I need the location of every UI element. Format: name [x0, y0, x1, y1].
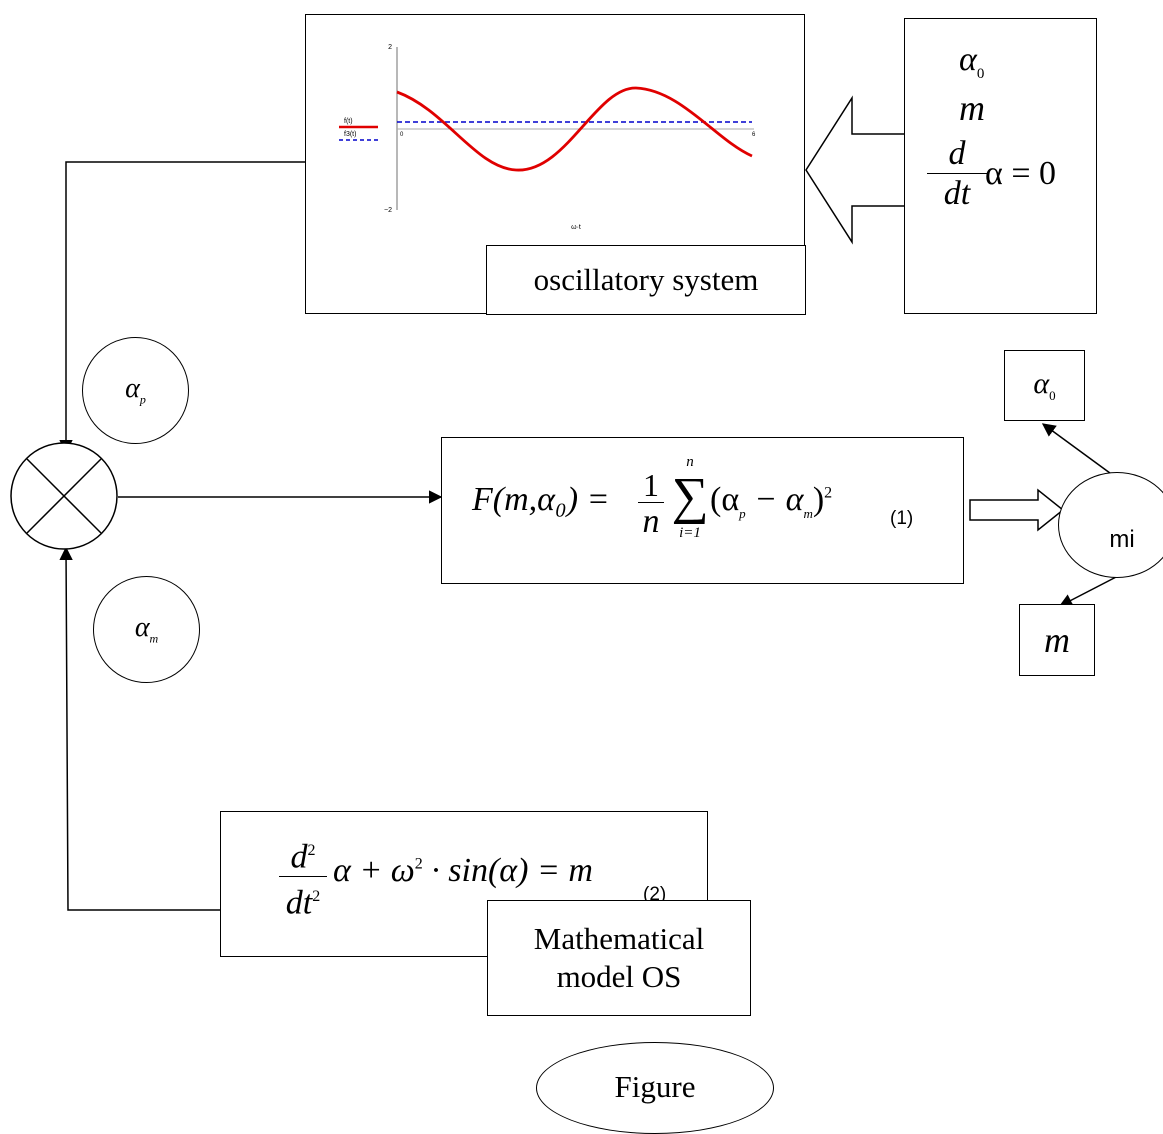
param-alpha0: α0 — [959, 41, 985, 82]
alpha-p-circle: αp — [82, 337, 189, 444]
model-equation: α + ω2 · sin(α) = m — [333, 852, 593, 889]
block-arrow-params — [805, 95, 905, 245]
arrow-min-to-alpha0 — [1041, 423, 1115, 477]
model-fraction: d2 dt2 — [279, 832, 327, 924]
figure-ellipse: Figure — [536, 1042, 774, 1134]
objective-eq-number: (1) — [890, 508, 914, 529]
param-ode-rhs: α = 0 — [985, 155, 1056, 192]
objective-sum: n ∑ i=1 — [671, 454, 709, 541]
block-arrow-to-min — [969, 488, 1065, 532]
x-axis-label: ω·t — [571, 224, 581, 231]
feedback-line-top — [59, 161, 305, 454]
y-top-tick: 2 — [388, 44, 392, 51]
model-eq-number: (2) — [643, 884, 667, 905]
x-end-tick: 6 — [752, 132, 756, 138]
objective-body: (αp − αm)2 — [710, 481, 833, 521]
min-ellipse: mi — [1058, 472, 1163, 578]
series-f-curve — [396, 86, 753, 172]
output-m-box: m — [1019, 604, 1095, 676]
oscillatory-system-box: f(t) f3(t) 2 −2 0 6 ω·t oscillatory syst… — [305, 14, 806, 315]
x-start-tick: 0 — [400, 132, 404, 138]
feedback-line-bottom — [59, 546, 220, 911]
objective-fraction: 1 n — [638, 468, 664, 541]
parameters-box: α0 m d dt α = 0 — [904, 18, 1097, 314]
oscillation-plot: f(t) f3(t) 2 −2 0 6 ω·t — [339, 44, 756, 231]
oscillatory-system-label: oscillatory system — [533, 262, 759, 297]
mathematical-model-label-box: Mathematical model OS — [487, 900, 751, 1016]
oscillatory-system-label-box: oscillatory system — [486, 245, 806, 315]
objective-lhs: F(m,α₀) = — [472, 481, 610, 518]
objective-function-box: F(m,α₀) = 1 n n ∑ i=1 (αp − αm)2 (1) — [441, 437, 964, 584]
output-alpha0-box: α0 — [1004, 350, 1085, 421]
y-bottom-tick: −2 — [384, 207, 392, 214]
connector-layer — [10, 95, 1121, 911]
param-m: m — [959, 88, 985, 128]
arrow-min-to-m — [1058, 574, 1121, 607]
alpha-m-circle: αm — [93, 576, 200, 683]
param-ode-fraction: d dt — [927, 135, 987, 214]
legend-label-f3: f3(t) — [344, 131, 356, 138]
summing-junction — [10, 442, 118, 550]
legend-label-f: f(t) — [344, 118, 353, 125]
